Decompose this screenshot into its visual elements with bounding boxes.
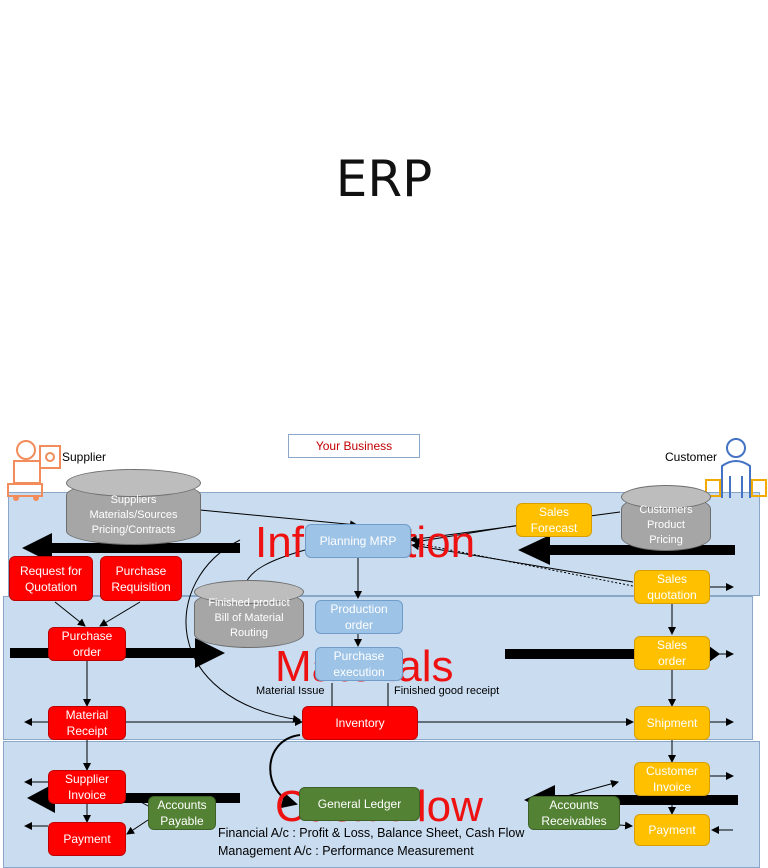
sales-forecast-box[interactable]: Sales Forecast <box>516 503 592 537</box>
customers-database: Customers Product Pricing <box>621 485 711 551</box>
purchase-order-box[interactable]: Purchase order <box>48 627 126 661</box>
info-arrow-left <box>22 533 240 563</box>
customer-invoice-box[interactable]: Customer Invoice <box>634 762 710 796</box>
management-ac-text: Management A/c : Performance Measurement <box>218 844 474 858</box>
accounts-payable-box[interactable]: Accounts Payable <box>148 796 216 830</box>
accounts-receivables-box[interactable]: Accounts Receivables <box>528 796 620 830</box>
financial-ac-text: Financial A/c : Profit & Loss, Balance S… <box>218 826 525 840</box>
suppliers-database-text: Suppliers Materials/Sources Pricing/Cont… <box>89 494 178 536</box>
payment-left-box[interactable]: Payment <box>48 822 126 856</box>
material-issue-label: Material Issue <box>256 685 325 697</box>
customer-label: Customer <box>665 450 718 464</box>
purchase-requisition-box[interactable]: Purchase Requisition <box>100 556 182 601</box>
cash-arrow-right-to-left <box>524 785 738 815</box>
finished-good-receipt-label: Finished good receipt <box>394 685 500 697</box>
materials-arrow-sales <box>505 643 720 665</box>
inventory-box[interactable]: Inventory <box>302 706 418 740</box>
sales-order-box[interactable]: Sales order <box>634 636 710 670</box>
finished-product-database: Finished product Bill of Material Routin… <box>194 580 304 648</box>
finished-product-database-text: Finished product Bill of Material Routin… <box>208 597 290 639</box>
supplier-label: Supplier <box>62 450 107 464</box>
request-for-quotation-box[interactable]: Request for Quotation <box>9 556 93 601</box>
suppliers-database: Suppliers Materials/Sources Pricing/Cont… <box>66 469 201 545</box>
supplier-invoice-box[interactable]: Supplier Invoice <box>48 770 126 804</box>
shipment-box[interactable]: Shipment <box>634 706 710 740</box>
customers-database-text: Customers Product Pricing <box>639 504 693 546</box>
planning-mrp-box[interactable]: Planning MRP <box>305 524 411 558</box>
material-receipt-box[interactable]: Material Receipt <box>48 706 126 740</box>
your-business-banner: Your Business <box>288 434 420 458</box>
supplier-icon <box>7 440 61 501</box>
page-title: ERP <box>335 150 433 208</box>
purchase-execution-box[interactable]: Purchase execution <box>315 647 403 681</box>
general-ledger-box[interactable]: General Ledger <box>299 787 420 821</box>
payment-right-box[interactable]: Payment <box>634 814 710 846</box>
production-order-box[interactable]: Production order <box>315 600 403 634</box>
customer-icon <box>705 438 767 498</box>
sales-quotation-box[interactable]: Sales quotation <box>634 570 710 604</box>
info-arrow-right-to-left <box>518 535 735 565</box>
